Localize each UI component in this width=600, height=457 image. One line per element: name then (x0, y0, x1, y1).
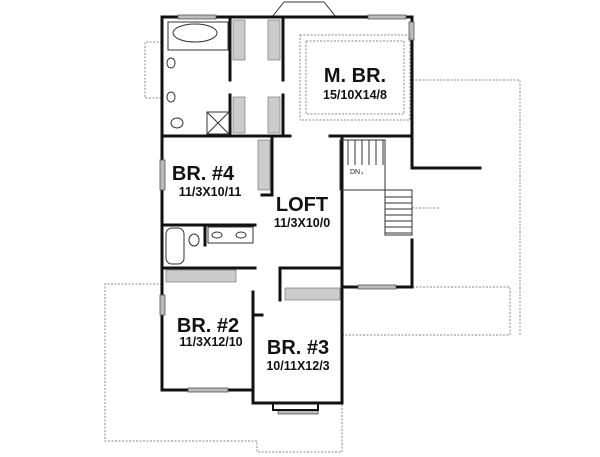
windows (159, 14, 415, 415)
staircase[interactable]: DN › (339, 139, 413, 236)
sink-icon (166, 91, 176, 103)
sink-icon (211, 231, 223, 239)
sink-icon (235, 231, 247, 239)
room-name-bedroom-2: BR. #2 (177, 315, 239, 337)
sink-icon (166, 57, 176, 69)
tub-icon (165, 227, 185, 265)
closets (165, 19, 341, 301)
room-size-bedroom-2: 11/3X12/10 (179, 335, 242, 349)
room-size-master-bedroom: 15/10X14/8 (323, 88, 387, 102)
bath-fixtures (165, 21, 254, 265)
roof-outline (104, 41, 521, 453)
room-size-bedroom-4: 11/3X10/11 (179, 185, 242, 199)
tub-icon (172, 23, 218, 43)
bay-window-top (271, 1, 337, 18)
toilet-icon (170, 117, 184, 129)
room-name-loft: LOFT (276, 194, 328, 216)
shower-icon (206, 111, 230, 135)
room-name-bedroom-4: BR. #4 (172, 163, 235, 185)
room-size-loft: 11/3X10/0 (274, 216, 330, 230)
stair-direction-label: DN (350, 169, 360, 176)
room-name-master-bedroom: M. BR. (324, 65, 386, 87)
stair-arrow-icon: › (361, 170, 364, 177)
tray-ceiling (299, 34, 411, 121)
room-name-bedroom-3: BR. #3 (267, 337, 329, 359)
toilet-icon (188, 233, 200, 247)
room-size-bedroom-3: 10/11X12/3 (266, 359, 329, 373)
